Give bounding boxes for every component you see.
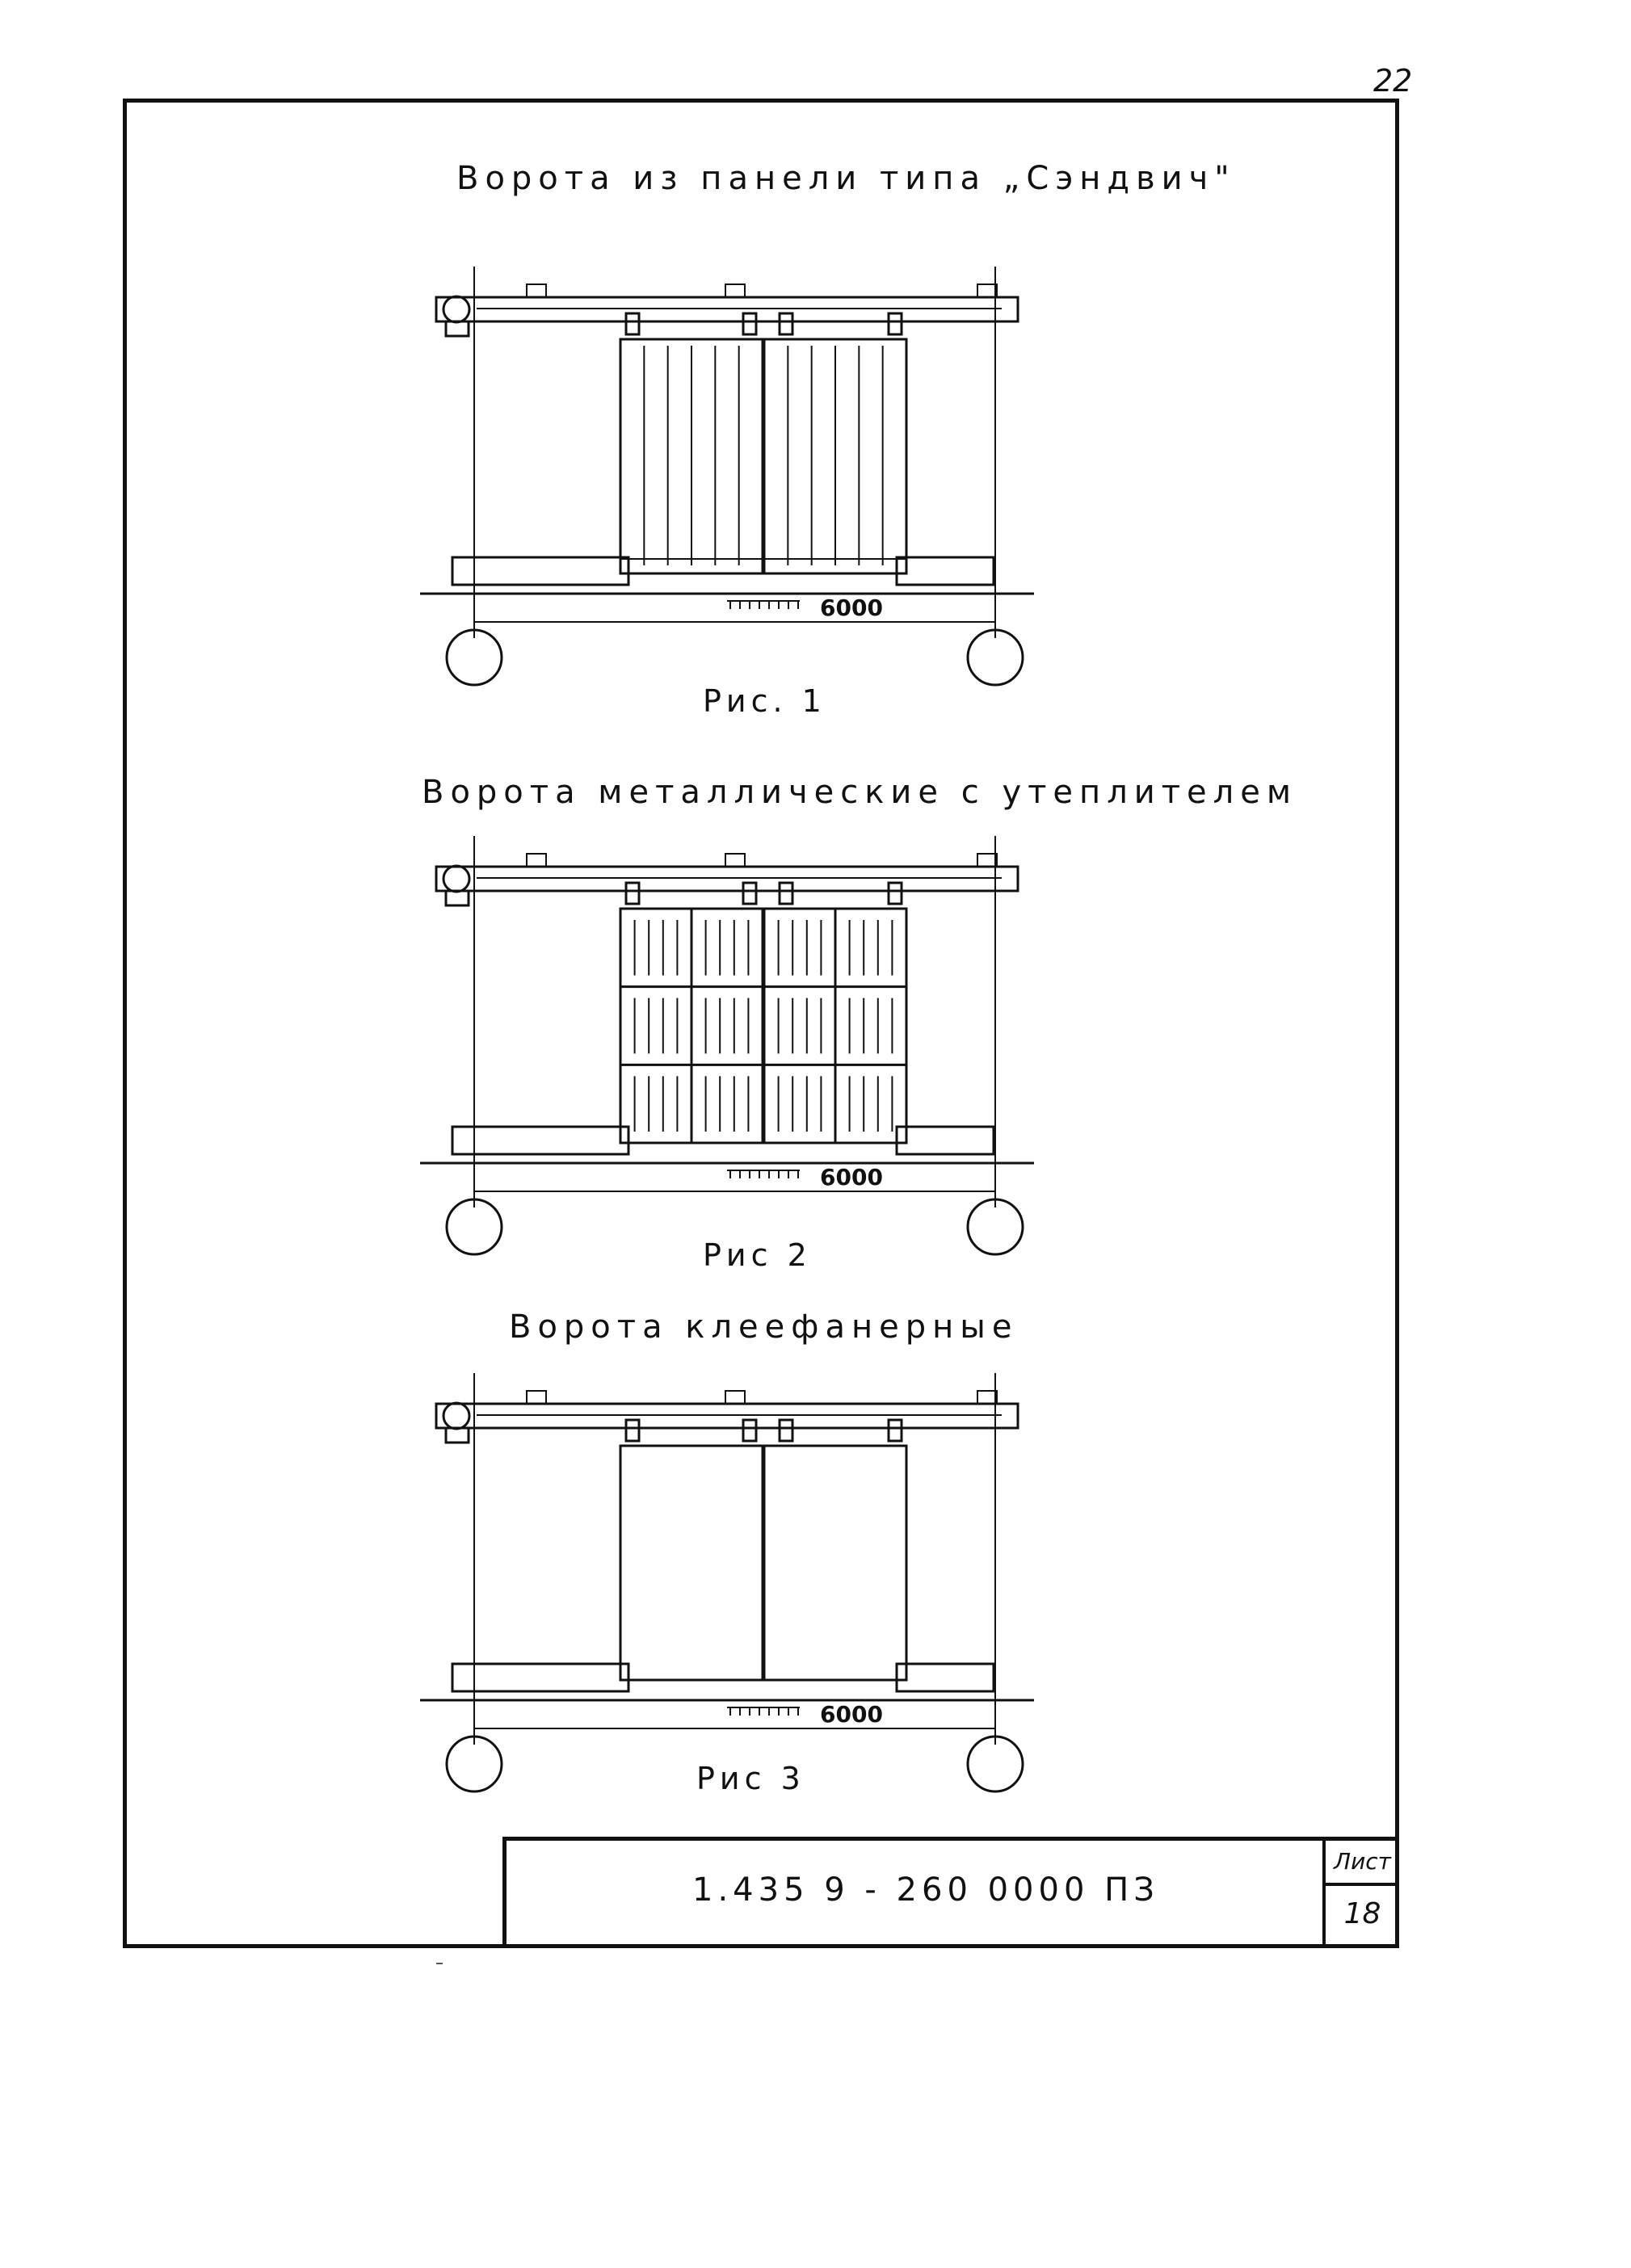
rail-bracket	[725, 1390, 746, 1405]
door-leaf	[619, 1444, 764, 1682]
door-hanger	[624, 1418, 641, 1443]
dimension-label: 6000	[820, 594, 883, 621]
door-hanger	[778, 312, 794, 336]
figure-2-title: Ворота металлические с утеплителем	[422, 774, 1298, 811]
bottom-rail-left	[451, 1125, 630, 1156]
roller-bracket	[444, 889, 470, 907]
grid-bubble-left	[445, 628, 503, 687]
gate-drawing-1: 6000	[420, 267, 1034, 687]
page-number: 22	[1373, 63, 1413, 99]
figure-1-caption: Рис. 1	[703, 683, 826, 719]
grid-bubble-left	[445, 1735, 503, 1793]
figure-2-drawing: 6000	[420, 836, 1050, 1256]
roller-bracket	[444, 320, 470, 338]
sheet-label: Лист	[1326, 1841, 1399, 1886]
bottom-rail-left	[451, 556, 630, 586]
door-hanger	[887, 1418, 903, 1443]
bottom-rail-right	[895, 1125, 995, 1156]
door-hanger	[742, 312, 758, 336]
grid-bubble-right	[966, 1198, 1024, 1256]
title-block: 1.435 9 - 260 0000 ПЗ Лист 18	[502, 1837, 1399, 1948]
figure-1-drawing: 6000	[420, 267, 1050, 687]
roller-bracket	[444, 1426, 470, 1444]
sheet-frame	[123, 99, 1399, 1948]
gate-drawing-3: 6000	[420, 1373, 1034, 1793]
gate-drawing-2: 6000	[420, 836, 1034, 1256]
figure-3-title: Ворота клеефанерные	[509, 1308, 1019, 1346]
rail-bracket	[725, 284, 746, 298]
sheet-number: 18	[1343, 1897, 1381, 1930]
figure-3-caption: Рис 3	[696, 1761, 805, 1796]
door-hanger	[887, 312, 903, 336]
door-hanger	[778, 1418, 794, 1443]
grid-bubble-right	[966, 628, 1024, 687]
door-leaf	[763, 338, 908, 575]
door-hanger	[624, 881, 641, 905]
figure-3-drawing: 6000	[420, 1373, 1050, 1793]
door-leaf	[763, 1444, 908, 1682]
scan-mark	[436, 1963, 443, 1964]
bottom-rail-left	[451, 1662, 630, 1693]
drive-roller	[442, 1401, 471, 1430]
document-code: 1.435 9 - 260 0000 ПЗ	[692, 1871, 1159, 1909]
door-leaf	[619, 338, 764, 575]
figure-2-caption: Рис 2	[703, 1237, 812, 1273]
rail-bracket	[977, 1390, 998, 1405]
door-hanger	[624, 312, 641, 336]
rail-bracket	[725, 853, 746, 867]
door-hanger	[887, 881, 903, 905]
dimension-label: 6000	[820, 1701, 883, 1728]
rail-bracket	[526, 1390, 547, 1405]
drive-roller	[442, 295, 471, 324]
door-hanger	[742, 881, 758, 905]
figure-1-title: Ворота из панели типа „Сэндвич"	[456, 160, 1236, 197]
rail-bracket	[977, 853, 998, 867]
bottom-rail-right	[895, 556, 995, 586]
drive-roller	[442, 864, 471, 893]
grid-bubble-right	[966, 1735, 1024, 1793]
dimension-label: 6000	[820, 1164, 883, 1191]
door-hanger	[742, 1418, 758, 1443]
sheet-cell: Лист 18	[1322, 1841, 1399, 1948]
rail-bracket	[977, 284, 998, 298]
rail-bracket	[526, 284, 547, 298]
bottom-rail-right	[895, 1662, 995, 1693]
rail-bracket	[526, 853, 547, 867]
grid-bubble-left	[445, 1198, 503, 1256]
door-hanger	[778, 881, 794, 905]
